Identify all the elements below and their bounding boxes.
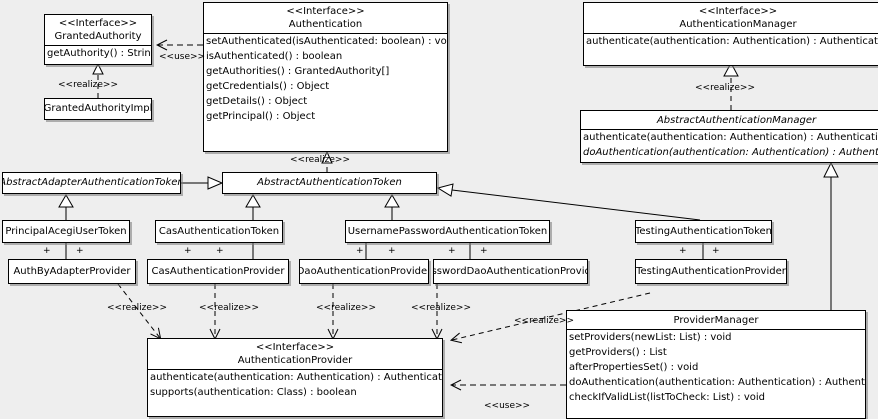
class-principal-acegi-user-token[interactable]: PrincipalAcegiUserToken: [2, 220, 130, 243]
class-name-label: CasAuthenticationToken: [158, 225, 280, 237]
class-username-password-authentication-token[interactable]: UsernamePasswordAuthenticationToken: [345, 220, 550, 243]
class-granted-authority-impl[interactable]: GrantedAuthorityImpl: [44, 98, 152, 120]
operations-compartment: getAuthority() : String: [45, 45, 151, 61]
class-header: <<Interface>> GrantedAuthority: [45, 15, 151, 45]
stereotype-label: <<Interface>>: [698, 6, 778, 17]
class-name-label: GrantedAuthorityImpl: [44, 103, 152, 114]
association-marker-plus: +: [184, 246, 192, 256]
class-name-label: PrincipalAcegiUserToken: [5, 225, 127, 237]
class-header: ProviderManager: [567, 311, 865, 329]
class-name-label: AuthenticationProvider: [237, 355, 353, 366]
edge-label-realize-granted-authority-impl: <<realize>>: [58, 80, 118, 90]
class-authentication-provider[interactable]: <<Interface>> AuthenticationProvider aut…: [147, 338, 443, 417]
class-abstract-authentication-manager[interactable]: AbstractAuthenticationManager authentica…: [580, 110, 878, 163]
edge-label-realize-dao-authentication-provider: <<realize>>: [316, 303, 376, 313]
operation-set-providers: setProviders(newList: List) : void: [569, 332, 732, 343]
association-marker-plus: +: [43, 246, 51, 256]
operation-authenticate: authenticate(authentication: Authenticat…: [150, 372, 443, 383]
operation-get-authority: getAuthority() : String: [47, 48, 152, 59]
operation-after-properties-set: afterPropertiesSet() : void: [569, 362, 699, 373]
class-abstract-adapter-authentication-token[interactable]: AbstractAdapterAuthenticationToken: [2, 172, 181, 194]
class-name-label: AbstractAdapterAuthenticationToken: [2, 177, 181, 188]
class-header: AbstractAuthenticationManager: [581, 111, 878, 129]
class-name-label: AbstractAuthenticationManager: [656, 115, 817, 126]
stereotype-label: <<Interface>>: [58, 18, 138, 29]
class-name-label: UsernamePasswordAuthenticationToken: [347, 225, 548, 237]
class-provider-manager[interactable]: ProviderManager setProviders(newList: Li…: [566, 310, 866, 419]
operation-get-credentials: getCredentials() : Object: [206, 81, 330, 92]
operation-do-authentication: doAuthentication(authentication: Authent…: [569, 377, 866, 388]
class-name-label: ProviderManager: [673, 315, 759, 326]
class-header: <<Interface>> AuthenticationManager: [584, 3, 878, 33]
edge-label-realize-auth-by-adapter-provider: <<realize>>: [107, 303, 167, 313]
class-cas-authentication-provider[interactable]: CasAuthenticationProvider: [147, 259, 289, 284]
class-name-label: TestingAuthenticationToken: [635, 225, 772, 237]
class-name-label: DaoAuthenticationProvider: [299, 265, 429, 277]
stereotype-label: <<Interface>>: [286, 6, 365, 17]
class-name-label: CasAuthenticationProvider: [151, 265, 285, 277]
operation-get-providers: getProviders() : List: [569, 347, 667, 358]
association-marker-plus: +: [712, 246, 720, 256]
class-header: <<Interface>> Authentication: [204, 3, 447, 33]
class-header: <<Interface>> AuthenticationProvider: [148, 339, 442, 369]
association-marker-plus: +: [356, 246, 364, 256]
operation-do-authentication: doAuthentication(authentication: Authent…: [583, 147, 878, 158]
operation-supports: supports(authentication: Class) : boolea…: [150, 387, 357, 398]
class-abstract-authentication-token[interactable]: AbstractAuthenticationToken: [222, 172, 437, 194]
class-dao-authentication-provider[interactable]: DaoAuthenticationProvider: [299, 259, 429, 284]
operation-check-if-valid-list: checkIfValidList(listToCheck: List) : vo…: [569, 392, 766, 403]
class-password-dao-authentication-provider[interactable]: PasswordDaoAuthenticationProvider: [433, 259, 588, 284]
class-name-label: AuthByAdapterProvider: [13, 265, 131, 277]
operations-compartment: authenticate(authentication: Authenticat…: [148, 369, 442, 400]
operation-is-authenticated: isAuthenticated() : boolean: [206, 51, 343, 62]
association-marker-plus: +: [448, 246, 456, 256]
operation-authenticate: authenticate(authentication: Authenticat…: [586, 36, 878, 47]
association-marker-plus: +: [679, 246, 687, 256]
operations-compartment: authenticate(authentication: Authenticat…: [581, 129, 878, 160]
class-name-label: PasswordDaoAuthenticationProvider: [434, 265, 587, 277]
stereotype-label: <<Interface>>: [255, 342, 335, 353]
class-authentication-manager[interactable]: <<Interface>> AuthenticationManager auth…: [583, 2, 878, 66]
class-cas-authentication-token[interactable]: CasAuthenticationToken: [155, 220, 283, 243]
operation-get-principal: getPrincipal() : Object: [206, 111, 316, 122]
class-auth-by-adapter-provider[interactable]: AuthByAdapterProvider: [8, 259, 136, 284]
edge-label-realize-abstract-authentication-token: <<realize>>: [290, 155, 350, 165]
operations-compartment: setProviders(newList: List) : void getPr…: [567, 329, 865, 405]
operation-authenticate: authenticate(authentication: Authenticat…: [583, 132, 878, 143]
class-granted-authority[interactable]: <<Interface>> GrantedAuthority getAuthor…: [44, 14, 152, 65]
class-testing-authentication-token[interactable]: TestingAuthenticationToken: [635, 220, 772, 243]
association-marker-plus: +: [480, 246, 488, 256]
edge-label-realize-testing-authentication-provider: <<realize>>: [514, 316, 574, 326]
edge-label-realize-password-dao-authentication-provider: <<realize>>: [411, 303, 471, 313]
association-marker-plus: +: [388, 246, 396, 256]
association-marker-plus: +: [216, 246, 224, 256]
class-name-label: AbstractAuthenticationToken: [257, 177, 402, 188]
class-authentication[interactable]: <<Interface>> Authentication setAuthenti…: [203, 2, 448, 152]
operation-set-authenticated: setAuthenticated(isAuthenticated: boolea…: [206, 36, 448, 47]
operation-get-authorities: getAuthorities() : GrantedAuthority[]: [206, 66, 390, 77]
operations-compartment: setAuthenticated(isAuthenticated: boolea…: [204, 33, 447, 124]
class-testing-authentication-provider[interactable]: TestingAuthenticationProvider: [635, 259, 787, 284]
edge-label-realize-abstract-authentication-manager: <<realize>>: [695, 83, 755, 93]
class-name-label: AuthenticationManager: [679, 19, 797, 30]
class-name-label: Authentication: [288, 19, 363, 30]
association-marker-plus: +: [76, 246, 84, 256]
class-name-label: TestingAuthenticationProvider: [636, 265, 786, 277]
edge-label-use-granted-authority: <<use>>: [159, 52, 206, 62]
edge-label-realize-cas-authentication-provider: <<realize>>: [199, 303, 259, 313]
operations-compartment: authenticate(authentication: Authenticat…: [584, 33, 878, 49]
operation-get-details: getDetails() : Object: [206, 96, 308, 107]
edge-label-use-provider-manager: <<use>>: [484, 401, 531, 411]
class-name-label: GrantedAuthority: [54, 31, 142, 42]
